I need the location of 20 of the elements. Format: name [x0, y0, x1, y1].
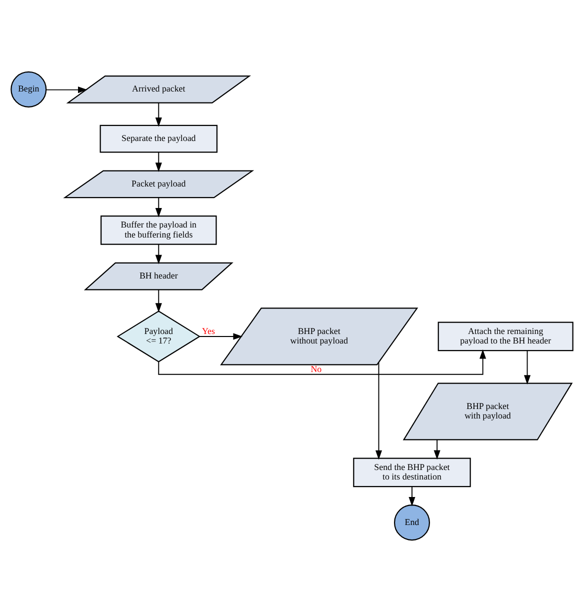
arrow — [524, 350, 531, 385]
arrow — [408, 486, 416, 506]
node-circle: Begin — [10, 71, 47, 108]
arrow — [155, 244, 162, 264]
node-box: Separate the payload — [100, 124, 218, 153]
arrow — [155, 197, 162, 218]
node-box: Buffer the payload in the buffering fields — [100, 216, 217, 245]
node-diamond: Payload <= 17? — [116, 310, 201, 362]
node-circle: End — [394, 504, 430, 541]
arrow — [155, 289, 162, 312]
arrow — [155, 102, 162, 127]
arrow — [434, 439, 440, 460]
node-box: Send the BHP packet to its destination — [353, 458, 471, 488]
arrow — [375, 362, 382, 460]
edge-label: No — [310, 364, 322, 374]
node-box: Attach the remaining payload to the BH header — [438, 322, 574, 352]
arrow — [155, 152, 162, 172]
edge-label: Yes — [202, 326, 215, 336]
arrow — [46, 86, 88, 94]
arrow — [199, 333, 243, 340]
